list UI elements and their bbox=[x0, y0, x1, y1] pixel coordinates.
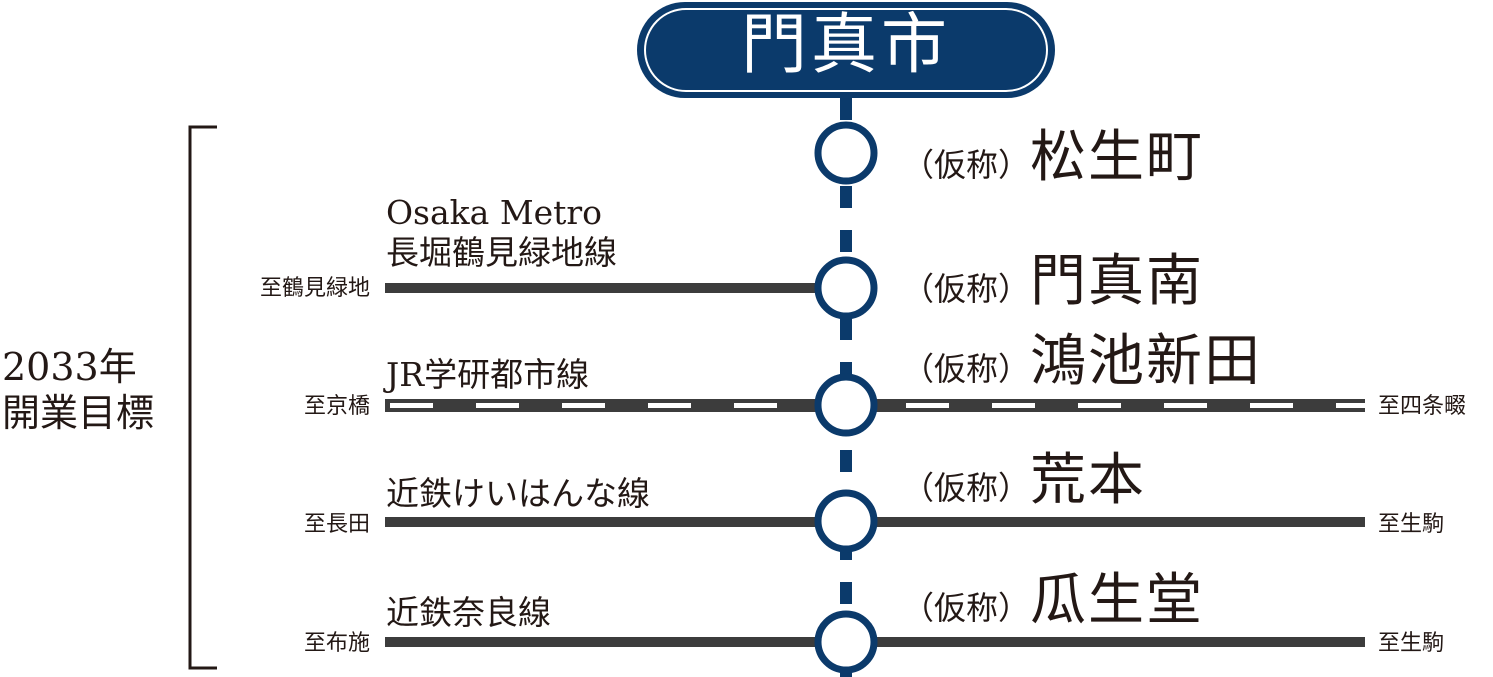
station-marker bbox=[814, 489, 878, 553]
city-name: 門真市 bbox=[741, 6, 951, 83]
line-name-metro-sub: 長堀鶴見緑地線 bbox=[386, 233, 617, 272]
station-marker bbox=[814, 121, 878, 185]
year-text: 2033年 bbox=[2, 345, 137, 389]
station-label-uryudo: （仮称）瓜生堂 bbox=[902, 573, 1204, 629]
station-label-matsuocho: （仮称）松生町 bbox=[902, 130, 1204, 186]
station-name: 門真南 bbox=[1030, 249, 1205, 314]
city-badge bbox=[637, 2, 1055, 98]
direction-right: 至四条畷 bbox=[1378, 394, 1467, 419]
tentative-prefix: （仮称） bbox=[902, 270, 1031, 308]
station-label-aramoto: （仮称）荒本 bbox=[902, 453, 1146, 509]
direction-right: 至生駒 bbox=[1378, 512, 1445, 537]
line-name-jr: JR学研都市線 bbox=[386, 355, 590, 394]
station-name: 松生町 bbox=[1030, 125, 1205, 190]
target-year: 2033年 開業目標 bbox=[2, 344, 154, 436]
target-label: 開業目標 bbox=[2, 391, 155, 435]
line-name-nara: 近鉄奈良線 bbox=[386, 593, 551, 632]
station-marker bbox=[814, 373, 878, 437]
tentative-prefix: （仮称） bbox=[902, 146, 1031, 184]
direction-left: 至布施 bbox=[303, 631, 370, 656]
tentative-prefix: （仮称） bbox=[902, 589, 1031, 627]
direction-right: 至生駒 bbox=[1378, 631, 1445, 656]
direction-left: 至京橋 bbox=[303, 394, 370, 419]
station-label-kadomaminami: （仮称）門真南 bbox=[902, 254, 1204, 310]
line-name-keihanna: 近鉄けいはんな線 bbox=[386, 474, 650, 513]
station-name: 鴻池新田 bbox=[1030, 329, 1263, 394]
line-name-metro: Osaka Metro bbox=[386, 193, 603, 232]
station-marker bbox=[814, 256, 878, 320]
station-name: 荒本 bbox=[1030, 448, 1147, 513]
station-name: 瓜生堂 bbox=[1030, 568, 1205, 633]
tentative-prefix: （仮称） bbox=[902, 469, 1031, 507]
opening-bracket bbox=[188, 125, 217, 670]
station-label-konoikeshinden: （仮称）鴻池新田 bbox=[902, 334, 1262, 390]
station-marker bbox=[814, 610, 878, 674]
tentative-prefix: （仮称） bbox=[902, 350, 1031, 388]
direction-left: 至長田 bbox=[303, 512, 370, 537]
direction-left: 至鶴見緑地 bbox=[259, 276, 370, 301]
